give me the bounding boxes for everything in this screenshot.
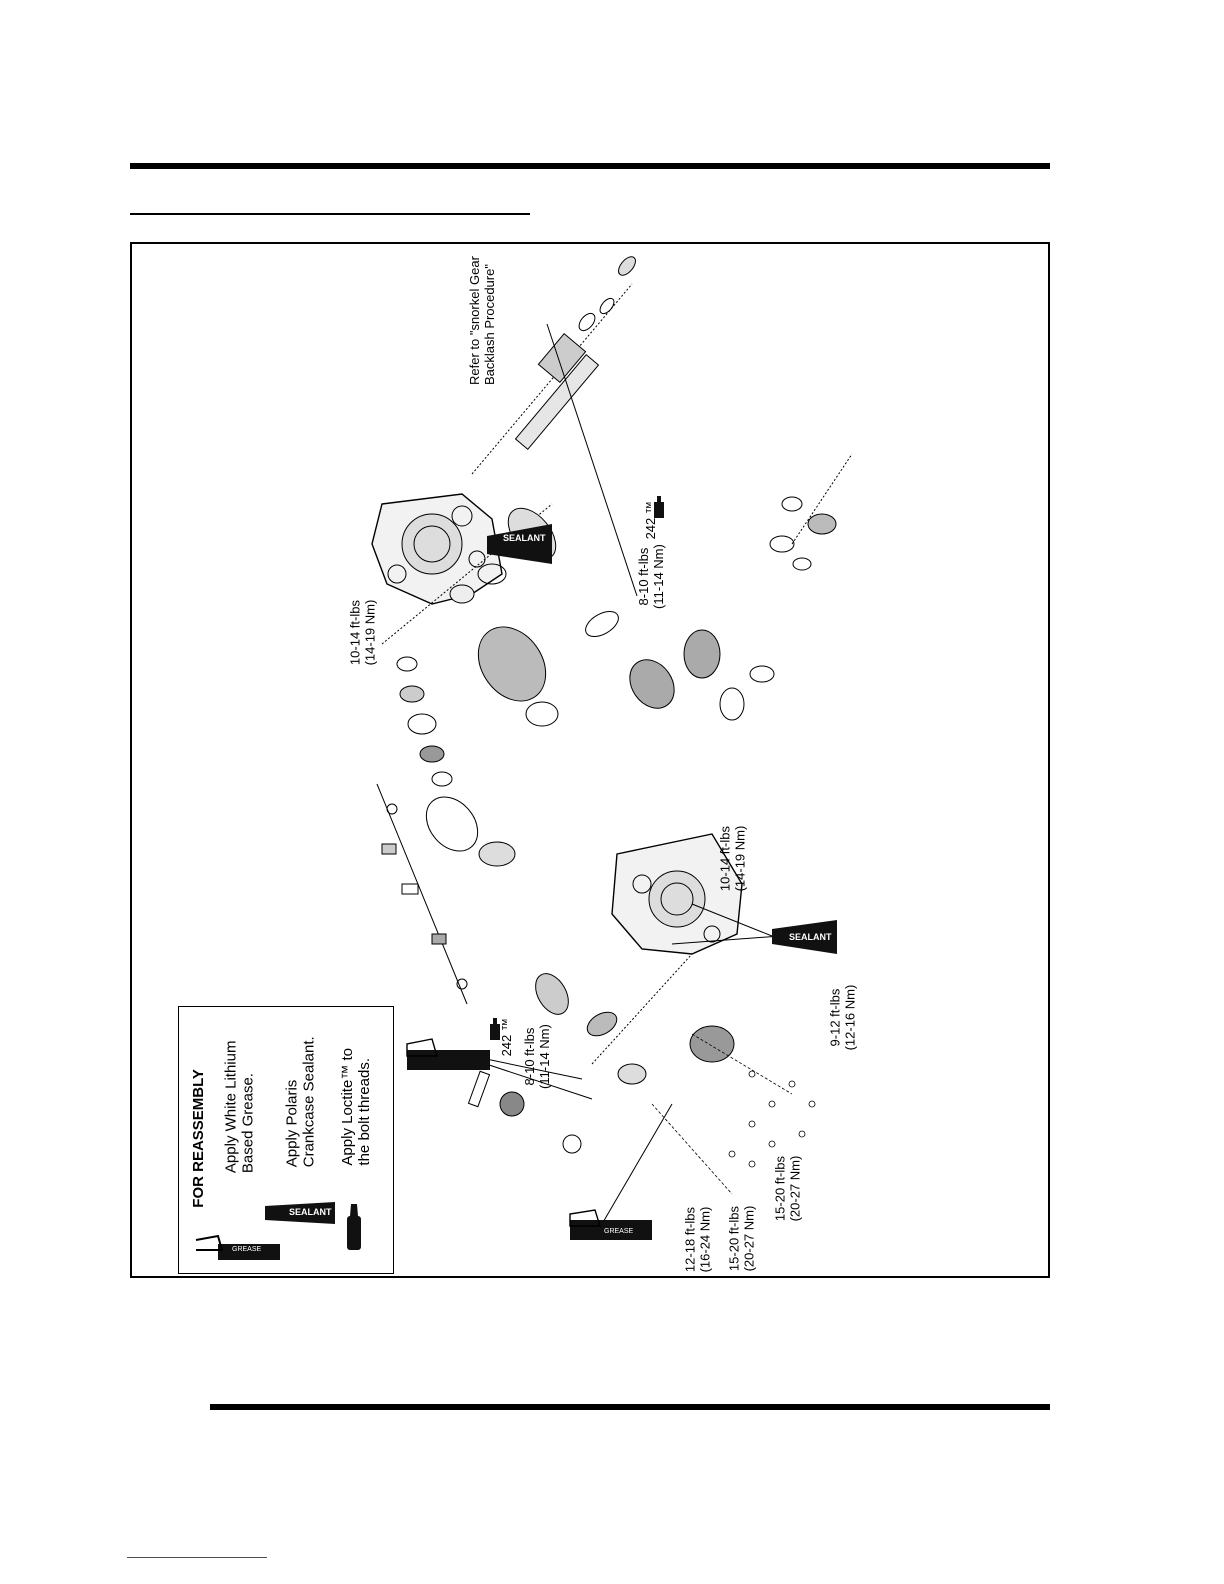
legend-sealant-tube-icon <box>265 1202 335 1224</box>
callout-loctite-upper: 242 ™ <box>642 501 658 540</box>
callout-torque-15-20-a: 15-20 ft-lbs (20-27 Nm) <box>726 1205 756 1272</box>
loctite-bottle-upper <box>654 496 664 518</box>
callout-torque-middle-gear: 8-10 ft-lbs (11-14 Nm) <box>635 544 666 609</box>
legend-grease-gun-label: GREASE <box>232 1246 262 1253</box>
sealant-tube-lower <box>772 920 837 954</box>
legend-grease-gun-icon <box>195 1234 280 1260</box>
grease-gun-lower-label: GREASE <box>604 1228 634 1235</box>
legend-sealant-tube-label: SEALANT <box>289 1207 332 1217</box>
header-rule-thin <box>130 213 530 215</box>
footer-link-underline[interactable] <box>127 1557 267 1558</box>
callout-loctite-left: 242 ™ <box>498 1018 514 1057</box>
sealant-tube-lower-label: SEALANT <box>789 932 832 942</box>
lower-case-half <box>611 833 743 955</box>
grease-gun-lower <box>569 1209 652 1240</box>
sealant-tube-upper-label: SEALANT <box>503 533 546 543</box>
callout-torque-left-plate: 8-10 ft-lbs (11-14 Nm) <box>521 1024 552 1089</box>
snorkel-shaft <box>514 256 636 450</box>
grease-gun-upper-label: GREASE <box>445 1160 475 1167</box>
callout-snorkel-procedure: Refer to "snorkel Gear Backlash Procedur… <box>466 256 497 385</box>
callout-torque-cover: 9-12 ft-lbs (12-16 Nm) <box>827 984 857 1051</box>
exploded-transmission-diagram <box>371 256 853 1240</box>
legend-title: FOR REASSEMBLY <box>189 1069 207 1208</box>
output-shaft <box>467 973 735 1154</box>
legend-loctite-bottle-icon <box>347 1204 361 1250</box>
bolts <box>651 1033 816 1195</box>
shift-forks <box>376 783 468 1005</box>
callout-torque-upper-case: 10-14 ft-lbs (14-19 Nm) <box>347 599 377 666</box>
legend-loctite-text: Apply Loctite™ to the bolt threads. <box>338 1048 373 1166</box>
legend-sealant-text: Apply Polaris Crankcase Sealant. <box>283 1036 318 1168</box>
grease-gun-upper <box>406 1038 490 1070</box>
header-rule-thick <box>130 163 1050 169</box>
footer-rule-thick <box>210 1404 1050 1410</box>
ring-stack <box>396 656 516 867</box>
callout-torque-12-18: 12-18 ft-lbs (16-24 Nm) <box>682 1206 712 1273</box>
loctite-bottle-left <box>490 1018 500 1040</box>
upper-case-half <box>371 493 503 605</box>
diagram-frame <box>130 242 1050 1278</box>
callout-torque-lower-case: 10-14 ft-lbs (14-19 Nm) <box>717 825 747 892</box>
callout-torque-15-20-b: 15-20 ft-lbs (20-27 Nm) <box>772 1155 802 1222</box>
sealant-tube-upper <box>487 524 552 564</box>
reassembly-legend <box>178 1006 394 1274</box>
right-gears <box>683 453 853 721</box>
legend-grease-text: Apply White Lithium Based Grease. <box>222 1040 257 1174</box>
